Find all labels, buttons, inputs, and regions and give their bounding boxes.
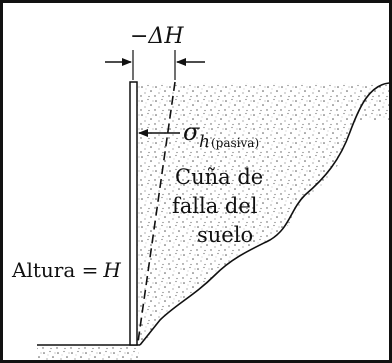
height-label-var: H xyxy=(102,258,121,282)
wedge-label-line1: Cuña de xyxy=(175,165,263,189)
height-label-text: Altura = xyxy=(11,258,98,282)
toe-soil xyxy=(37,345,139,360)
wedge-label-line3: suelo xyxy=(197,223,253,247)
sigma-symbol: σ xyxy=(183,118,200,146)
height-label: Altura =H xyxy=(11,258,121,282)
sigma-subscript: h xyxy=(199,132,210,152)
backfill-soil xyxy=(137,83,389,342)
retaining-wall xyxy=(129,81,138,346)
displaced-wall-dashed xyxy=(137,81,176,343)
failure-surface-line xyxy=(139,82,390,346)
sigma-note: (pasiva) xyxy=(211,136,259,150)
delta-label: −ΔH xyxy=(130,24,184,49)
wedge-label-line2: falla del xyxy=(172,194,258,218)
